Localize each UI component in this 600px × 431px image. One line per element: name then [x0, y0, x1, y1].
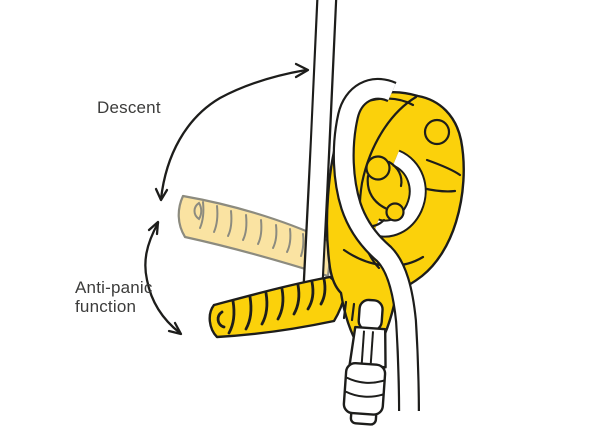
anti-panic-label-line2: function — [75, 296, 137, 316]
handle-ridges — [216, 277, 327, 335]
rivet — [423, 118, 451, 146]
cam-mechanism — [360, 155, 405, 228]
arrowhead — [167, 321, 183, 336]
rope-brake-strand — [332, 77, 420, 417]
descent-label: Descent — [97, 98, 161, 118]
anti-panic-label-line1: Anti-panic — [75, 278, 153, 297]
descent-rotation-arrow — [154, 62, 310, 202]
arrowhead — [147, 220, 160, 236]
handle-anti-panic-position — [208, 275, 348, 339]
anti-panic-rotation-arrow — [144, 220, 183, 336]
carabiner-gate — [348, 325, 387, 369]
arrowhead — [294, 62, 310, 79]
arrowhead — [154, 187, 169, 202]
anti-panic-arc — [144, 221, 182, 335]
rope-cam-loop — [372, 149, 427, 238]
anti-panic-label: Anti-panic function — [75, 278, 153, 316]
carabiner-sleeve — [342, 362, 387, 416]
cam-pivot — [365, 155, 391, 181]
cam-roller — [385, 202, 405, 222]
carabiner-eye — [357, 298, 384, 332]
rope-anchor-strand — [302, 0, 338, 289]
descent-label-text: Descent — [97, 98, 161, 117]
carabiner — [342, 298, 387, 426]
descent-arc — [159, 68, 308, 201]
